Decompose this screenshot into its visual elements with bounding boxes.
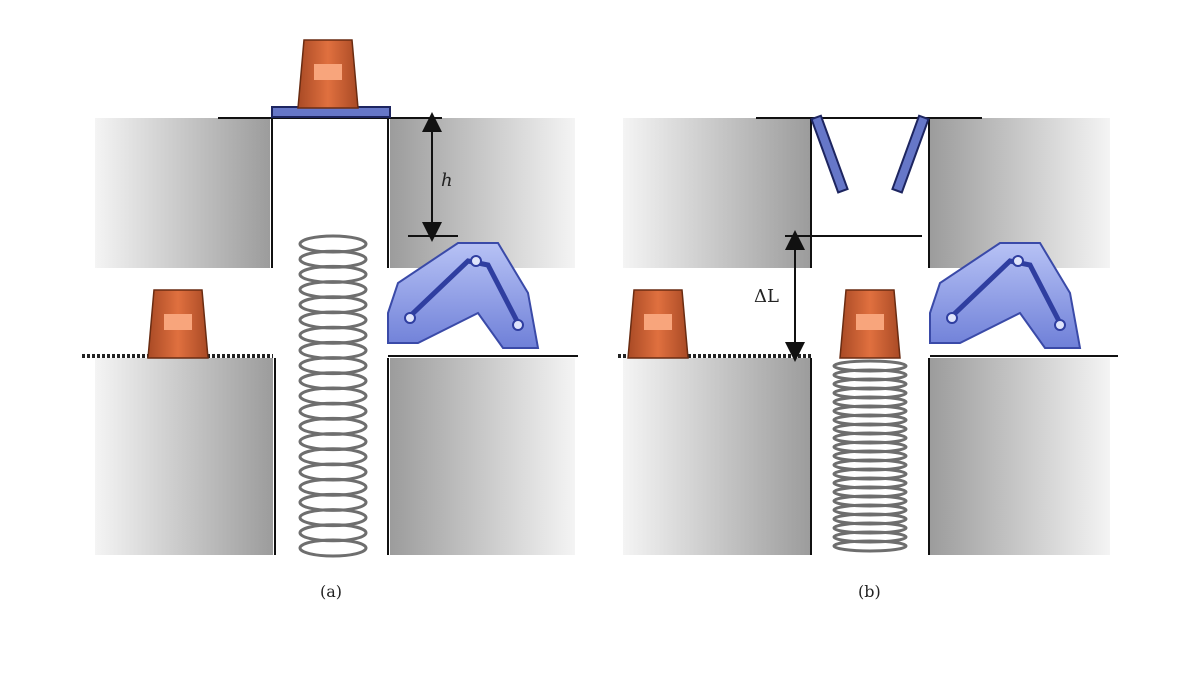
spring-coil <box>298 280 368 300</box>
wall-upper-left-b <box>623 118 810 268</box>
spring-coil <box>298 325 368 345</box>
caption-b: (b) <box>858 582 881 601</box>
spring-coil <box>298 462 368 482</box>
caption-a: (a) <box>320 582 342 601</box>
spring-coil <box>832 539 908 553</box>
spring-b <box>832 359 908 553</box>
box-on-conveyor <box>147 289 209 359</box>
panel-b: ΔL (b) <box>618 114 1118 601</box>
spring-coil <box>298 295 368 315</box>
trapdoor-open-right <box>891 114 930 194</box>
height-label: h <box>441 170 453 191</box>
spring-coil <box>298 492 368 512</box>
wall-lower-left-b <box>623 358 811 555</box>
spring-coil <box>298 234 368 254</box>
wall-upper-left <box>95 118 270 268</box>
spring-coil <box>298 310 368 330</box>
trapdoor-open-left <box>810 114 849 194</box>
spring-coil <box>298 264 368 284</box>
spring-coil <box>298 386 368 406</box>
spring-coil <box>298 356 368 376</box>
box-on-spring <box>839 289 901 359</box>
box-on-trapdoor <box>297 39 359 109</box>
spring-coil <box>298 249 368 269</box>
spring-coil <box>298 416 368 436</box>
box-on-conveyor-b <box>627 289 689 359</box>
wall-lower-left <box>95 358 273 555</box>
spring-coil <box>298 508 368 528</box>
delta-l-label: ΔL <box>754 286 779 307</box>
wall-lower-right <box>390 358 575 555</box>
spring-coil <box>298 477 368 497</box>
wall-lower-right-b <box>930 358 1110 555</box>
spring-coil <box>298 432 368 452</box>
spring-coil <box>298 538 368 558</box>
spring-coil <box>298 447 368 467</box>
panel-a: h (a) <box>82 39 578 601</box>
spring-a <box>298 234 368 558</box>
spring-coil <box>298 523 368 543</box>
spring-coil <box>298 401 368 421</box>
spring-coil <box>298 371 368 391</box>
spring-coil <box>298 340 368 360</box>
